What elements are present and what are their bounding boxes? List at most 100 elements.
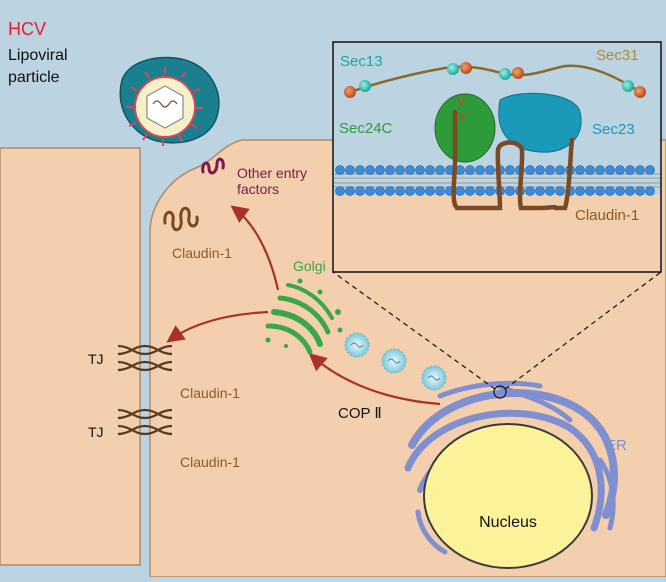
left-cell [0,147,141,566]
hcv-label: HCV [8,19,46,39]
lipid-head-inner [485,186,495,196]
lipid-head-inner [505,186,515,196]
lipid-head-inner [545,186,555,196]
zoom-line-right [504,271,662,390]
lipid-head-inner [335,186,345,196]
claudin-motif-v: V [457,95,465,109]
lipid-head-inner [415,186,425,196]
lipid-head-outer [615,165,625,175]
lipid-head-inner [405,186,415,196]
lipid-head-outer [575,165,585,175]
nucleus-label: Nucleus [479,514,537,531]
lipid-head-inner [605,186,615,196]
arrow-er-to-golgi [308,353,441,406]
lipid-head-inner [395,186,405,196]
lipid-head-inner [635,186,645,196]
tight-junction-bottom [117,408,173,436]
sec13-label: Sec13 [340,53,383,70]
lipid-head-outer [425,165,435,175]
copii-vesicle [344,332,370,358]
arrow-golgi-to-tight-junction [166,310,269,343]
cop-ii-label: COP Ⅱ [338,405,382,422]
lipid-head-outer [375,165,385,175]
tight-junction-top [117,344,173,372]
sec23-label: Sec23 [592,121,635,138]
claudin-motif-y: Y [458,110,466,124]
sec31-label: Sec31 [596,47,639,64]
lipid-head-outer [465,165,475,175]
sec24c-protein [434,93,496,163]
lipid-head-outer [415,165,425,175]
golgi-label: Golgi [293,258,326,274]
claudin-tj-label-bottom: Claudin-1 [180,454,240,470]
lipid-head-inner [615,186,625,196]
lipid-head-inner [535,186,545,196]
lipid-head-outer [475,165,485,175]
lipid-head-inner [385,186,395,196]
other-entry-factors-line1: Other entry [237,165,307,181]
er-label: ER [606,437,627,454]
lipid-head-inner [365,186,375,196]
lipid-head-outer [635,165,645,175]
trafficking-arrows [166,205,441,406]
lipoviral-label-line2: particle [8,69,60,86]
other-entry-factors-line2: factors [237,181,279,197]
lipid-head-outer [625,165,635,175]
lipid-head-outer [595,165,605,175]
lipoviral-label-line1: Lipoviral [8,47,68,64]
tj-label-bottom: TJ [88,424,104,440]
lipid-head-outer [355,165,365,175]
lipid-head-outer [605,165,615,175]
copii-vesicle [381,348,407,374]
lipid-head-outer [645,165,655,175]
lipid-head-outer [345,165,355,175]
lipid-head-inner [595,186,605,196]
lipid-head-outer [555,165,565,175]
lipid-head-outer [485,165,495,175]
lipid-head-outer [585,165,595,175]
nucleus [423,423,593,569]
endoplasmic-reticulum [404,380,618,555]
copii-vesicle [421,365,447,391]
lipid-head-outer [535,165,545,175]
lipid-head-inner [375,186,385,196]
lipid-head-inner [425,186,435,196]
lipid-head-inner [575,186,585,196]
lipid-head-inner [475,186,485,196]
sec13-sec31-beads [344,62,646,98]
lipid-head-inner [555,186,565,196]
lipid-head-outer [365,165,375,175]
claudin-tj-label-top: Claudin-1 [180,385,240,401]
lipid-head-outer [395,165,405,175]
inset-claudin-label: Claudin-1 [575,207,639,224]
other-entry-factor-protein [201,157,225,175]
lipid-head-outer [385,165,395,175]
claudin-membrane-label: Claudin-1 [172,245,232,261]
copii-vesicles [344,332,447,391]
sec24c-label: Sec24C [339,120,393,137]
membrane-claudin-protein [163,206,199,232]
lipid-head-inner [435,186,445,196]
lipid-head-inner [585,186,595,196]
lipid-head-outer [335,165,345,175]
lipid-head-outer [405,165,415,175]
lipid-head-inner [355,186,365,196]
lipid-head-outer [545,165,555,175]
lipid-head-inner [625,186,635,196]
lipid-head-outer [435,165,445,175]
claudin-transmembrane-protein [451,109,575,211]
inset-panel: Sec13 Sec31 Sec24C Sec23 V Y Claudin-1 [332,41,662,273]
tj-label-top: TJ [88,351,104,367]
hcv-lipoviral-particle [119,56,220,146]
zoom-focus-circle [493,385,507,399]
lipid-head-outer [525,165,535,175]
lipid-head-inner [525,186,535,196]
lipid-head-inner [345,186,355,196]
zoom-line-left [332,271,496,390]
lipid-head-inner [455,186,465,196]
lipid-head-inner [465,186,475,196]
lipid-head-inner [645,186,655,196]
arrow-golgi-to-membrane [230,205,280,291]
